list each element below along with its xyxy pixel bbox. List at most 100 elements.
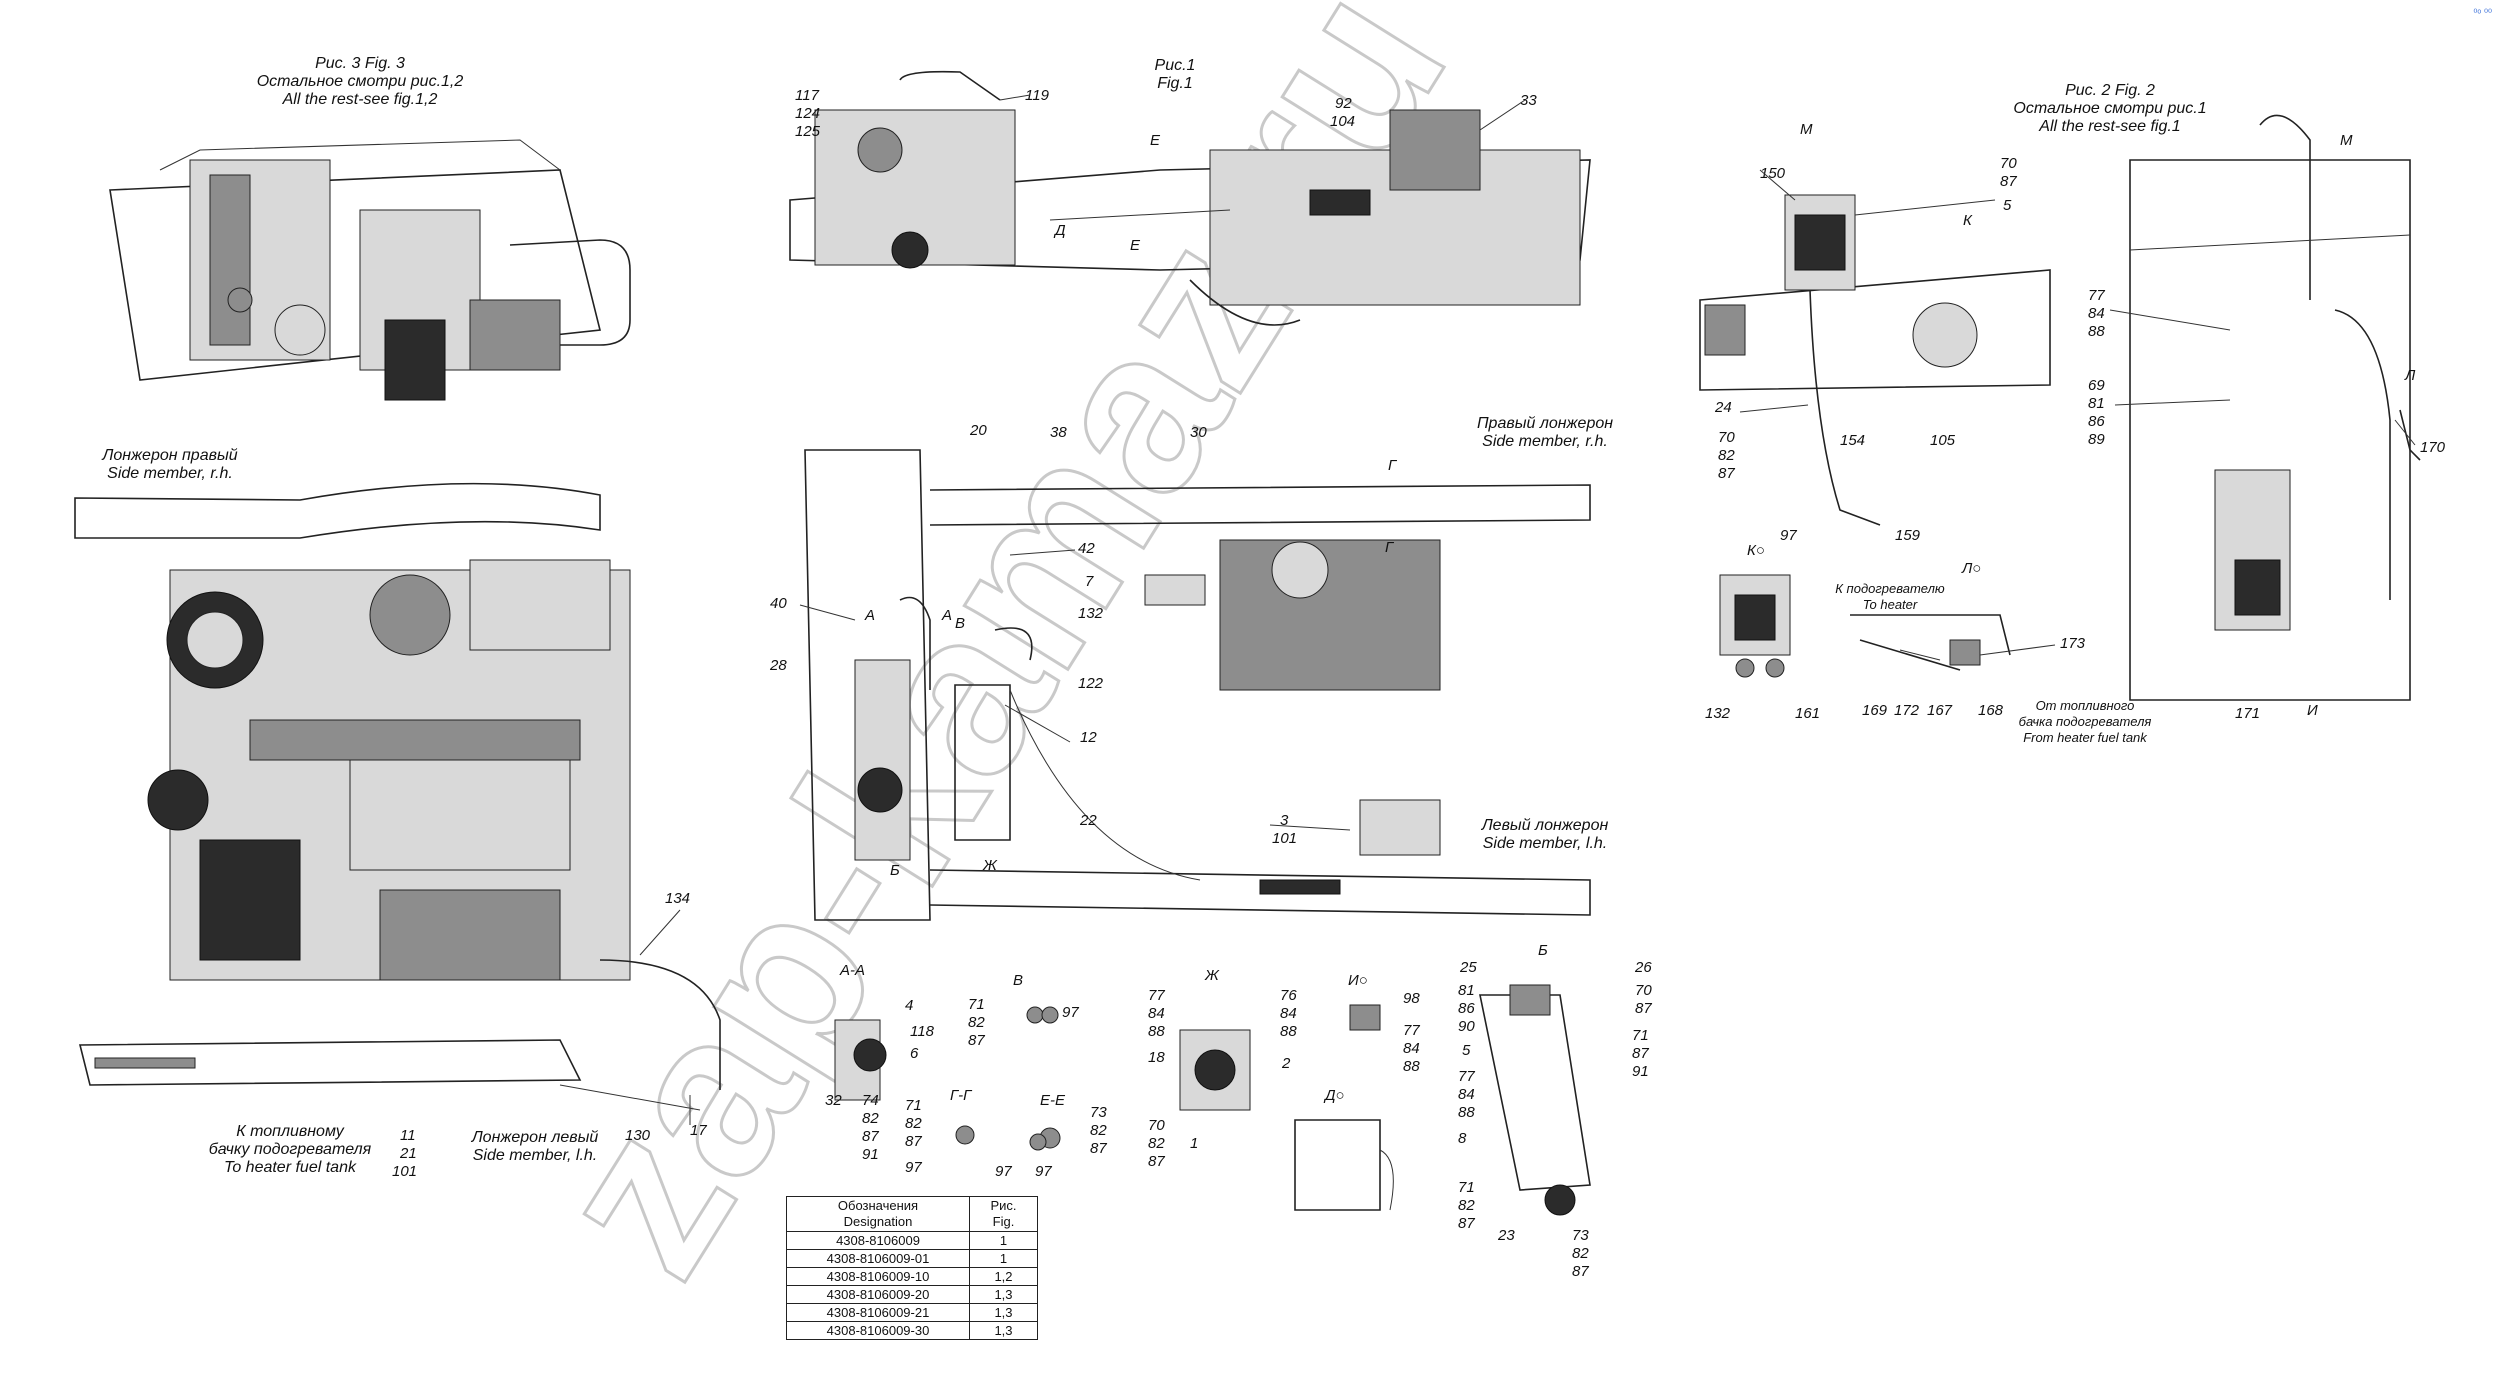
callout: 77 xyxy=(2088,287,2105,304)
callout: 24 xyxy=(1714,399,1732,416)
view-letter-zh1: Ж xyxy=(982,857,998,874)
callout: 130 xyxy=(625,1127,651,1144)
side-lh-fig1-line1: Левый лонжерон xyxy=(1481,817,1609,834)
callout: 117 xyxy=(795,87,820,104)
fig1-mid-drawing xyxy=(804,449,1591,921)
callout: 25 xyxy=(1459,959,1477,976)
callout: 84 xyxy=(1403,1040,1420,1057)
view-letter-a2: А xyxy=(941,607,952,624)
fig-cell: 1 xyxy=(969,1249,1038,1268)
side-rh-fig3-line1: Лонжерон правый xyxy=(101,447,237,464)
side-lh-fig1-line2: Side member, l.h. xyxy=(1483,835,1608,852)
fig3-caption-line1: Рис. 3 Fig. 3 xyxy=(315,55,405,72)
view-letter-g2: Г xyxy=(1385,539,1395,556)
callout: 134 xyxy=(665,890,690,907)
table-row: 4308-8106009-20 1,3 xyxy=(786,1285,1038,1304)
view-letter-b2: Б xyxy=(1538,942,1548,959)
callout: 82 xyxy=(1718,447,1735,464)
callout: 87 xyxy=(1632,1045,1649,1062)
to-heater-line2: To heater xyxy=(1863,597,1918,612)
callouts-k-view: 132 161 xyxy=(1705,705,1820,722)
view-letters: М М К К○ Л Л○ И И○ Е Е Д Д○ А А В В Г Г … xyxy=(839,121,2416,1109)
table-row: 4308-8106009-21 1,3 xyxy=(786,1303,1038,1322)
callout: 74 xyxy=(862,1092,879,1109)
fig1-top-drawing xyxy=(789,70,1591,326)
view-letter-l2: Л○ xyxy=(1961,560,1981,577)
callout: 171 xyxy=(2235,705,2260,722)
callout: 5 xyxy=(1462,1042,1471,1059)
callout: 82 xyxy=(862,1110,879,1127)
table-row: 4308-8106009-01 1 xyxy=(786,1249,1038,1268)
callout: 77 xyxy=(1458,1068,1475,1085)
view-letter-d2: Д○ xyxy=(1323,1087,1345,1104)
callout: 70 xyxy=(2000,155,2017,172)
side-lh-fig3-line2: Side member, l.h. xyxy=(473,1147,598,1164)
callout: 172 xyxy=(1894,702,1920,719)
callout: 97 xyxy=(995,1163,1012,1180)
view-k-drawing xyxy=(1719,574,1791,678)
designation-cell: 4308-8106009-21 xyxy=(786,1303,970,1322)
captions: Рис. 3 Fig. 3 Остальное смотри рис.1,2 A… xyxy=(101,55,2206,1176)
callout: 101 xyxy=(1272,830,1297,847)
view-letter-a1: А xyxy=(864,607,875,624)
callout: 86 xyxy=(2088,413,2105,430)
fig-cell: 1,3 xyxy=(969,1321,1038,1340)
view-l-drawing xyxy=(1850,614,2011,671)
callout: 122 xyxy=(1078,675,1104,692)
callout: 77 xyxy=(1403,1022,1420,1039)
callout: 12 xyxy=(1080,729,1097,746)
callouts-view-i: 98 77 84 88 xyxy=(1403,990,1420,1075)
to-tank-line1: К топливному xyxy=(236,1123,344,1140)
fig1-caption-line1: Рис.1 xyxy=(1155,57,1196,74)
view-letter-m1: М xyxy=(1800,121,1813,138)
callout: 32 xyxy=(825,1092,842,1109)
callout: 81 xyxy=(1458,982,1475,999)
callout: 150 xyxy=(1760,165,1786,182)
callout: 173 xyxy=(2060,635,2086,652)
callout: 170 xyxy=(2420,439,2446,456)
fig3-caption-line3: All the rest-see fig.1,2 xyxy=(282,91,438,108)
callout: 82 xyxy=(1458,1197,1475,1214)
designation-cell: 4308-8106009-01 xyxy=(786,1249,970,1268)
callout: 77 xyxy=(1148,987,1165,1004)
callout: 30 xyxy=(1190,424,1207,441)
callout: 104 xyxy=(1330,113,1355,130)
callout: 119 xyxy=(1025,87,1050,104)
side-rh-fig3-line2: Side member, r.h. xyxy=(107,465,233,482)
callout: 87 xyxy=(905,1133,922,1150)
callout: 1 xyxy=(1190,1135,1198,1152)
callout: 88 xyxy=(1280,1023,1297,1040)
view-letter-aa: А-А xyxy=(839,962,865,979)
callout: 3 xyxy=(1280,812,1289,829)
callout: 159 xyxy=(1895,527,1921,544)
callout: 84 xyxy=(2088,305,2105,322)
designation-cell: 4308-8106009-30 xyxy=(786,1321,970,1340)
callouts-view-ee: 73 82 87 97 xyxy=(1035,1104,1107,1180)
view-letter-k1: К xyxy=(1963,212,1973,229)
callout: 87 xyxy=(1572,1263,1589,1280)
view-letter-m2: М xyxy=(2340,132,2353,149)
callout: 82 xyxy=(968,1014,985,1031)
view-letter-ee: Е-Е xyxy=(1040,1092,1066,1109)
callout: 7 xyxy=(1085,573,1094,590)
designation-cell: 4308-8106009-10 xyxy=(786,1267,970,1286)
view-letter-l1: Л xyxy=(2404,367,2416,384)
callout: 71 xyxy=(968,996,985,1013)
callout: 90 xyxy=(1458,1018,1475,1035)
table-row: 4308-8106009 1 xyxy=(786,1231,1038,1250)
from-tank-line1: От топливного xyxy=(2036,698,2135,713)
callout: 97 xyxy=(1035,1163,1052,1180)
leader-lines xyxy=(639,94,2416,1125)
view-letter-gg: Г-Г xyxy=(950,1087,973,1104)
view-letter-i1: И xyxy=(2307,702,2318,719)
callout: 91 xyxy=(862,1146,879,1163)
callout: 124 xyxy=(795,105,820,122)
callout: 71 xyxy=(1632,1027,1649,1044)
fig-cell: 1 xyxy=(969,1231,1038,1250)
callout: 88 xyxy=(2088,323,2105,340)
callout: 105 xyxy=(1930,432,1956,449)
callout: 169 xyxy=(1862,702,1888,719)
fig-header: Рис. Fig. xyxy=(969,1196,1038,1232)
fig2-caption-line3: All the rest-see fig.1 xyxy=(2038,118,2180,135)
callout: 87 xyxy=(1718,465,1735,482)
